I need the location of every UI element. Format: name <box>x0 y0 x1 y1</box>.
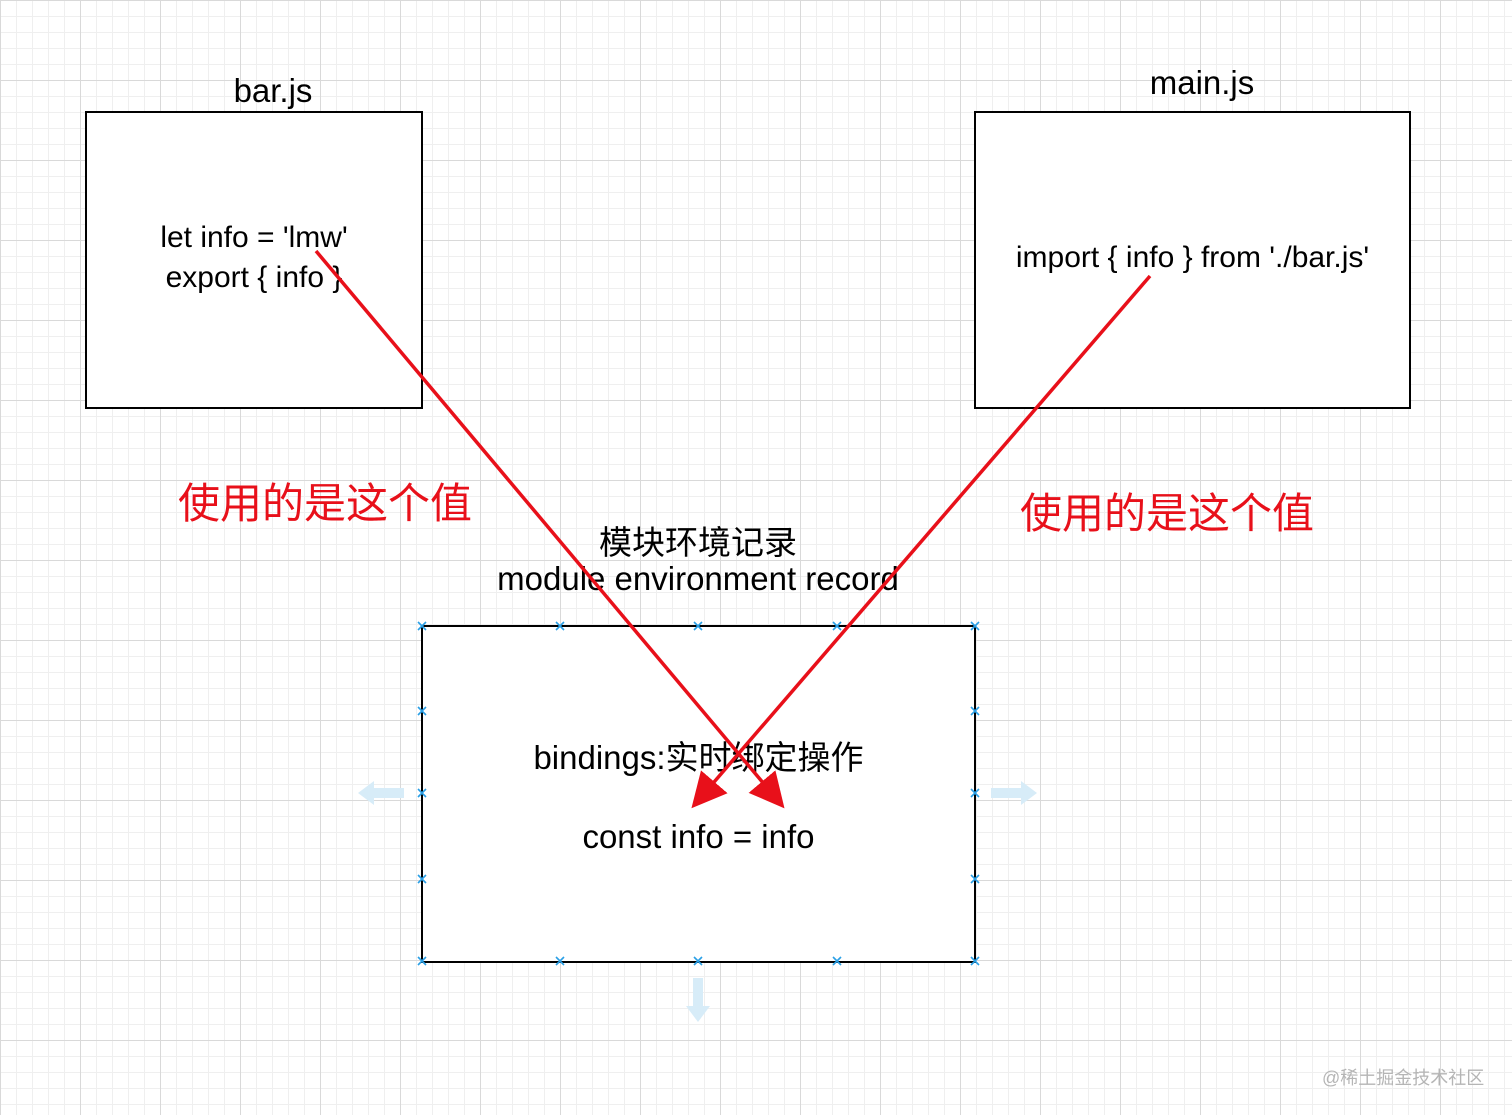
watermark: @稀土掘金技术社区 <box>1322 1068 1485 1088</box>
bar-js-line-1: let info = 'lmw' <box>160 221 348 254</box>
handle-x-icon <box>417 874 427 884</box>
handle-x-icon <box>417 956 427 966</box>
left-annotation: 使用的是这个值 <box>178 480 473 527</box>
record-bindings-text: bindings:实时绑定操作 <box>533 739 864 776</box>
handle-x-icon <box>693 956 703 966</box>
bar-js-title: bar.js <box>233 72 313 109</box>
handle-x-icon <box>970 874 980 884</box>
handle-x-icon <box>832 956 842 966</box>
handle-x-icon <box>417 706 427 716</box>
record-title-cn: 模块环境记录 <box>599 524 797 561</box>
main-js-title: main.js <box>1149 64 1255 101</box>
handle-x-icon <box>693 621 703 631</box>
handle-x-icon <box>970 706 980 716</box>
main-js-line-1: import { info } from './bar.js' <box>1015 241 1370 274</box>
handle-x-icon <box>970 956 980 966</box>
handle-x-icon <box>555 621 565 631</box>
handle-x-icon <box>417 621 427 631</box>
handle-x-icon <box>417 788 427 798</box>
hint-arrow-right-icon[interactable] <box>991 781 1037 805</box>
handle-x-icon <box>970 788 980 798</box>
bar-js-box[interactable]: let info = 'lmw' export { info } <box>85 111 423 409</box>
arrow-bar-to-record <box>314 249 785 809</box>
record-title-en: module environment record <box>497 560 899 597</box>
arrow-main-to-record <box>691 274 1152 809</box>
hint-arrow-down-icon[interactable] <box>686 978 710 1022</box>
handle-x-icon <box>832 621 842 631</box>
bar-js-line-2: export { info } <box>165 261 343 294</box>
main-js-box[interactable]: import { info } from './bar.js' <box>974 111 1411 409</box>
selection-handles[interactable] <box>417 621 980 966</box>
right-annotation: 使用的是这个值 <box>1020 490 1315 537</box>
handle-x-icon <box>555 956 565 966</box>
handle-x-icon <box>970 621 980 631</box>
record-const-text: const info = info <box>582 818 815 855</box>
hint-arrow-left-icon[interactable] <box>358 781 404 805</box>
